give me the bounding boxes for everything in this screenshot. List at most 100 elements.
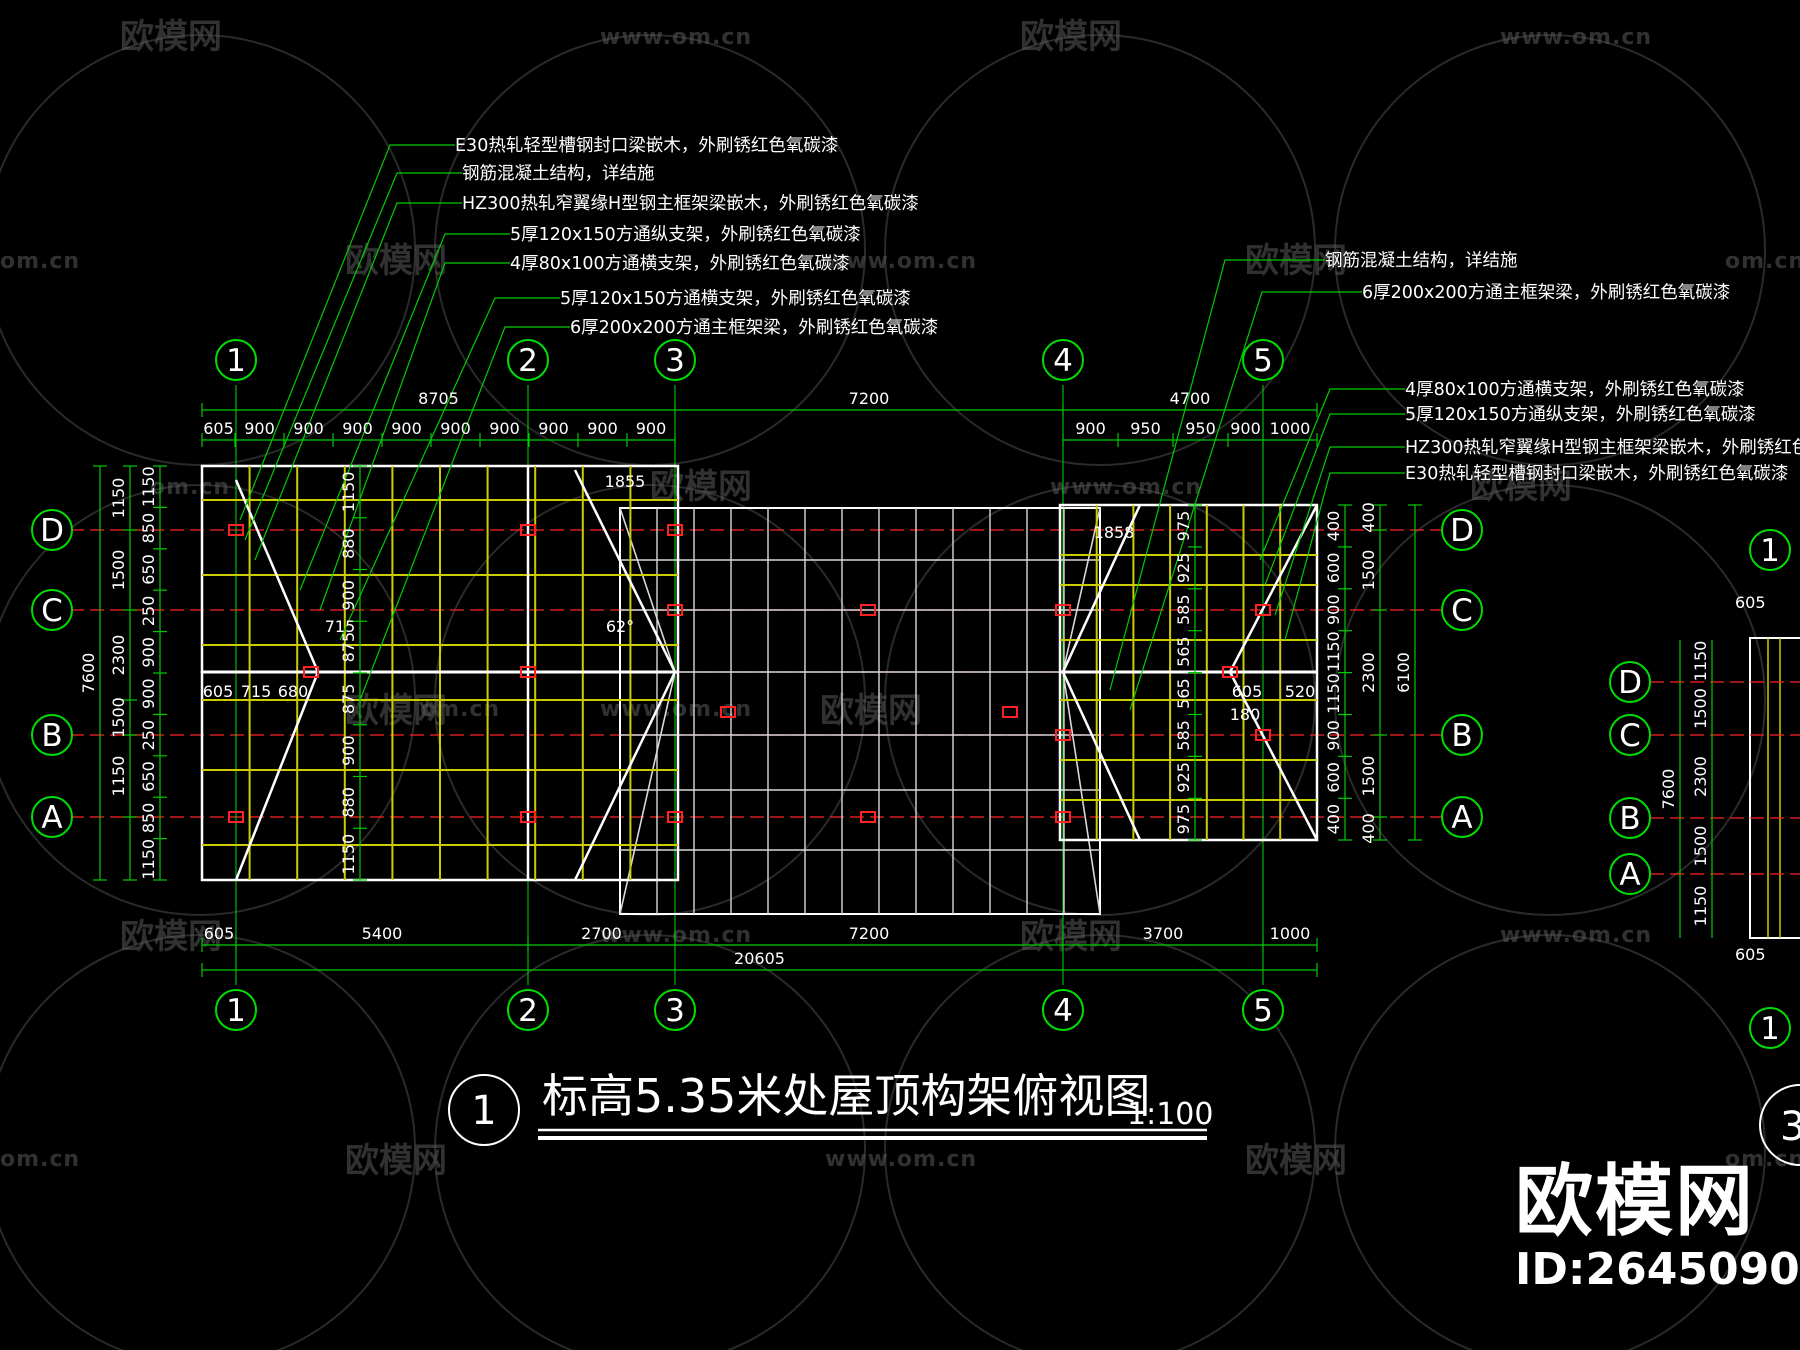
watermark-ring	[434, 934, 866, 1350]
axis-bubble-horizontal	[1441, 509, 1483, 551]
axis-label-horizontal: C	[1451, 593, 1473, 629]
connection-node	[667, 604, 683, 616]
dim-left-mid-label: 1500	[109, 697, 128, 738]
dim-bottom-label: 1000	[1270, 924, 1311, 943]
watermark-logo: 欧模网	[1245, 1141, 1347, 1181]
dim-right-plan-extra: 180	[1230, 705, 1261, 724]
annotation-right: E30热轧轻型槽钢封口梁嵌木，外刷锈红色氧碳漆	[1405, 464, 1788, 484]
dim-left-plan-label: 1150	[339, 834, 358, 875]
watermark-logo: 欧模网	[345, 1141, 447, 1181]
watermark-layer: 欧模网欧模网欧模网欧模网欧模网欧模网欧模网欧模网欧模网欧模网欧模网欧模网www.…	[0, 17, 1800, 1181]
right-plan-diagonal-brace	[1228, 671, 1319, 841]
annotation-left: 4厚80x100方通横支架，外刷锈红色氧碳漆	[510, 254, 850, 274]
axis-label-horizontal: C	[41, 593, 63, 629]
annotation-leader-left	[299, 233, 510, 591]
watermark-logo: 欧模网	[820, 691, 922, 731]
connection-node	[1055, 729, 1071, 741]
axis-label-horizontal: B	[1451, 718, 1472, 754]
axis-label-horizontal: D	[1450, 513, 1474, 549]
dim-top-left-label: 900	[440, 419, 471, 438]
axis-label-vertical: 2	[518, 343, 538, 379]
center-frame-outline	[619, 507, 1101, 915]
connection-node	[860, 604, 876, 616]
watermark-url: www.om.cn	[600, 923, 752, 948]
annotation-leader-right	[1284, 472, 1405, 641]
watermark-logo: 欧模网	[1020, 917, 1122, 957]
annotation-leader-left	[254, 202, 462, 561]
dim-left-inner-label: 650	[139, 761, 158, 792]
watermark-logo: 欧模网	[1245, 241, 1347, 281]
dim-top-left-label: 900	[587, 419, 618, 438]
watermark-url: www.om.cn	[600, 25, 752, 50]
axis-bubble-horizontal	[31, 796, 73, 838]
annotation-leader-right	[1264, 413, 1405, 586]
dim-right-plan-label: 975	[1174, 511, 1193, 542]
right-plan-diagonal-brace	[1061, 671, 1142, 841]
dim-bottom-label: 7200	[849, 924, 890, 943]
axis-bubble-vertical	[215, 339, 257, 381]
axis-label-horizontal: A	[41, 800, 62, 836]
dim-left-mid-label: 1500	[109, 550, 128, 591]
dim-right-mid-label: 400	[1359, 813, 1378, 844]
partial-axis-bubble-vertical	[1749, 529, 1791, 571]
axis-bubble-horizontal	[1441, 714, 1483, 756]
axis-bubble-vertical	[1242, 989, 1284, 1031]
dim-right-mid-label: 1500	[1359, 756, 1378, 797]
dim-left-plan-extra: 62°	[606, 617, 634, 636]
connection-node	[1255, 604, 1271, 616]
dim-right-plan-label: 925	[1174, 553, 1193, 584]
connection-node	[228, 524, 244, 536]
dim-right-plan-extra: 1858	[1094, 523, 1135, 542]
connection-node	[667, 811, 683, 823]
axis-bubble-vertical	[507, 989, 549, 1031]
right-plan-diagonal-brace	[1061, 504, 1142, 673]
connection-node	[1222, 666, 1238, 678]
watermark-ring	[434, 34, 866, 466]
partial-dim-mid-label: 2300	[1691, 756, 1710, 797]
view-number: 1	[471, 1088, 496, 1134]
partial-axis-label: A	[1619, 857, 1640, 893]
connection-node	[520, 524, 536, 536]
dim-right-inner-label: 600	[1324, 553, 1343, 584]
dim-left-plan-extra: 715	[325, 617, 356, 636]
left-plan-diagonal-brace	[234, 479, 320, 673]
connection-node	[667, 524, 683, 536]
dim-left-inner-label: 900	[139, 637, 158, 668]
dim-left-inner-label: 850	[139, 803, 158, 834]
dim-top-left-label: 900	[391, 419, 422, 438]
dim-right-inner-label: 1150	[1324, 631, 1343, 672]
dim-left-inner-label: 650	[139, 554, 158, 585]
dim-top-right-label: 950	[1185, 419, 1216, 438]
partial-axis-label: D	[1618, 665, 1642, 701]
dim-top-left-label: 900	[342, 419, 373, 438]
dim-right-inner-label: 400	[1324, 511, 1343, 542]
axis-bubble-vertical	[654, 339, 696, 381]
roof-structure-frame	[200, 464, 1319, 915]
partial-axis-label-vertical: 1	[1760, 533, 1780, 569]
dim-top-right-label: 900	[1230, 419, 1261, 438]
watermark-ring	[0, 934, 416, 1350]
dim-right-mid-label: 2300	[1359, 652, 1378, 693]
axis-label-vertical: 3	[665, 993, 685, 1029]
left-plan-diagonal-brace	[573, 469, 677, 673]
axis-label-horizontal: D	[40, 513, 64, 549]
axis-label-vertical: 3	[665, 343, 685, 379]
dim-bottom-label: 3700	[1143, 924, 1184, 943]
dim-left-plan-label: 1150	[339, 472, 358, 513]
connection-node	[1055, 811, 1071, 823]
dim-left-inner-label: 250	[139, 596, 158, 627]
dim-top-overall-label: 4700	[1170, 389, 1211, 408]
axis-label-vertical: 5	[1253, 993, 1273, 1029]
dim-left-plan-label: 875	[339, 684, 358, 715]
annotation-left: 6厚200x200方通主框架梁，外刷锈红色氧碳漆	[570, 318, 938, 338]
partial-axis-label-vertical: 1	[1760, 1011, 1780, 1047]
annotation-left: E30热轧轻型槽钢封口梁嵌木，外刷锈红色氧碳漆	[455, 136, 838, 156]
dim-top-right-label: 950	[1130, 419, 1161, 438]
watermark-ring	[1334, 34, 1766, 466]
axis-label-horizontal: A	[1451, 800, 1472, 836]
partial-dim-outer-label: 7600	[1659, 769, 1678, 810]
partial-axis-bubble	[1609, 853, 1651, 895]
connection-node	[860, 811, 876, 823]
axis-bubble-vertical	[1242, 339, 1284, 381]
